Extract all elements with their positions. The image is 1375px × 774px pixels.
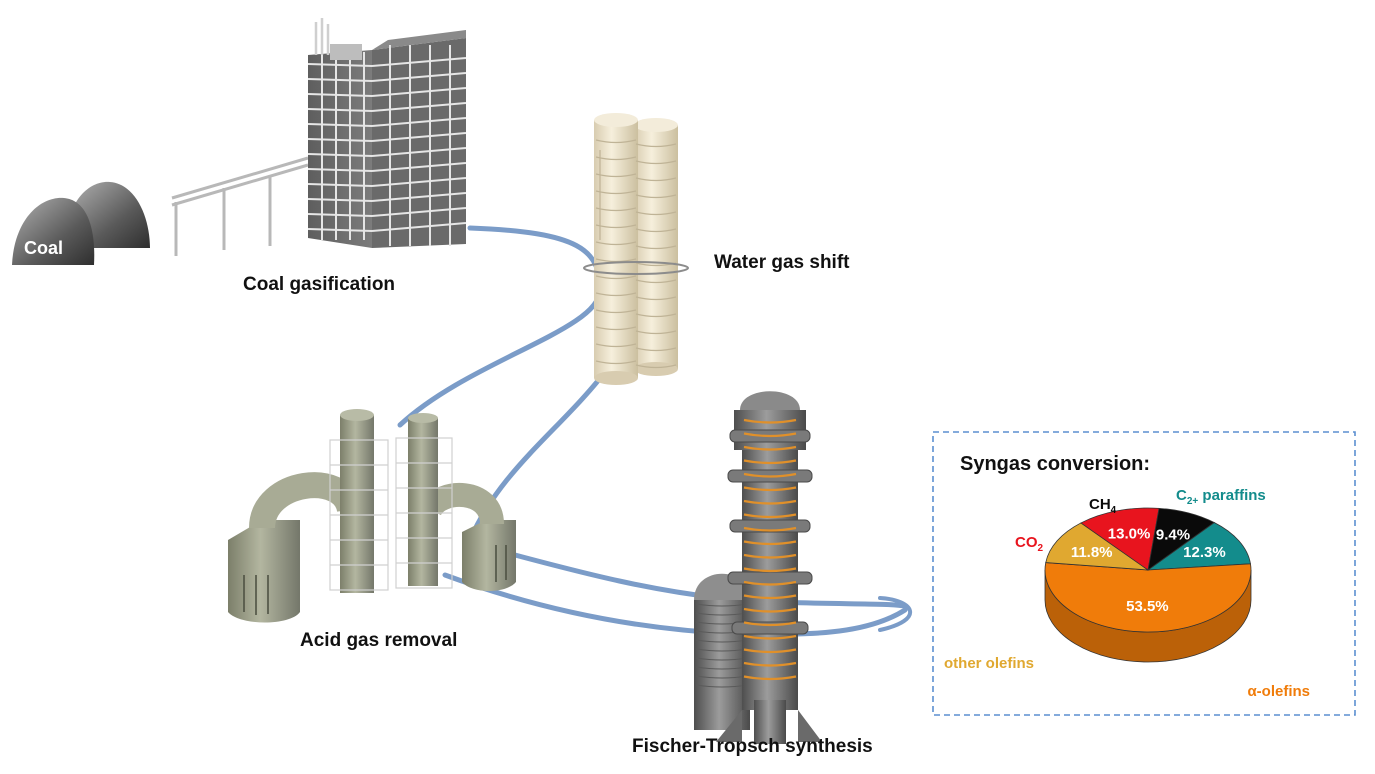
pipe-outlet-arc — [878, 596, 913, 632]
panel-border — [932, 431, 1356, 716]
pie-slice-c2-paraffins — [1146, 522, 1251, 571]
stage-label-wgs: Water gas shift — [714, 252, 850, 273]
pie-category--olefins: α-olefins — [1247, 683, 1310, 700]
pie-slice--olefins — [1044, 562, 1252, 633]
pie-value-other-olefins: 11.8% — [1071, 544, 1113, 561]
pie-value--olefins: 53.5% — [1126, 598, 1169, 615]
pie-chart — [1044, 507, 1252, 663]
coal-pile-icon: Coal — [12, 181, 150, 265]
pie-labels: C2+ paraffins 12.3% α-olefins 53.5% other ol… — [944, 487, 1310, 700]
pie-slice-ch4 — [1147, 507, 1215, 571]
pie-title: Syngas conversion: — [960, 453, 1150, 475]
pie-slice-other-olefins — [1045, 522, 1150, 571]
coal-label: Coal — [24, 238, 63, 258]
syngas-conversion-panel: Syngas conversion: C2+ paraffins 12.3% α-o… — [932, 431, 1356, 716]
stage-label-agr: Acid gas removal — [300, 630, 457, 651]
conveyor-icon — [171, 156, 309, 256]
pie-value-ch4: 9.4% — [1156, 527, 1190, 544]
pie-category-other-olefins: other olefins — [944, 655, 1034, 672]
absorber-column-icon — [228, 409, 516, 623]
pie-category-c2-paraffins: C2+ paraffins — [1176, 487, 1266, 507]
pie-slice-co2 — [1080, 507, 1160, 571]
pie-category-co2: CO2 — [1015, 534, 1044, 554]
pie-value-c2-paraffins: 12.3% — [1183, 544, 1226, 561]
pie-category-ch4: CH4 — [1089, 496, 1117, 516]
ft-reactor-icon — [694, 391, 822, 744]
stage-label-gasification: Coal gasification — [243, 274, 395, 295]
stage-label-fts: Fischer-Tropsch synthesis — [632, 736, 873, 757]
pie-value-co2: 13.0% — [1108, 525, 1151, 542]
shift-reactor-icon — [583, 113, 689, 385]
pipe-gasifier-to-shift — [397, 225, 603, 428]
gasifier-building-icon — [307, 18, 467, 248]
